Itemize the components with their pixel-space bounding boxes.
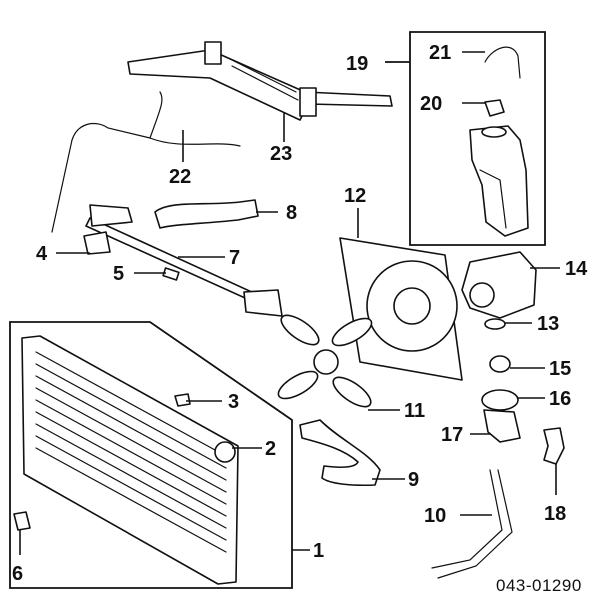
upper-tube-bracket-left — [204, 41, 222, 65]
water-pump-group — [431, 251, 565, 579]
figure-code: 043-01290 — [496, 576, 582, 595]
fan-assembly — [277, 237, 463, 487]
pump-pulley — [469, 282, 495, 308]
callout-22: 22 — [169, 166, 191, 188]
callout-6: 6 — [12, 563, 23, 585]
upper-tube-bracket-right — [299, 87, 317, 117]
callout-9: 9 — [408, 469, 419, 491]
upper-hose-part — [154, 199, 259, 229]
reservoir-cap-part — [484, 99, 505, 117]
callout-3: 3 — [228, 391, 239, 413]
upper-tube-detail — [227, 57, 299, 101]
radiator-assembly — [9, 321, 293, 589]
callout-14: 14 — [565, 258, 588, 280]
reservoir-group — [385, 31, 546, 246]
callout-23: 23 — [270, 143, 292, 165]
callout-8: 8 — [286, 202, 297, 224]
callout-20: 20 — [420, 93, 442, 115]
clip-part — [162, 267, 180, 281]
radiator-fins — [35, 351, 227, 553]
callout-12: 12 — [344, 185, 366, 207]
radiator-cap-part — [214, 441, 236, 463]
heater-pipe-second — [437, 469, 513, 579]
callout-11: 11 — [404, 400, 425, 422]
pump-gasket-part — [484, 318, 506, 330]
radiator-core-part — [21, 335, 239, 585]
thermostat-housing-part — [483, 409, 521, 443]
radiator-support — [83, 199, 283, 317]
reservoir-frame — [385, 31, 546, 246]
reservoir-tank-part — [469, 125, 529, 237]
reservoir-seam — [479, 169, 507, 229]
bracket-left-part — [89, 204, 133, 227]
bypass-pipe-branch — [149, 137, 241, 147]
drain-plug-part — [174, 393, 191, 407]
thermostat-part — [489, 355, 511, 373]
callout-4: 4 — [36, 243, 48, 265]
thermostat-gasket-part — [481, 389, 519, 411]
callout-10: 10 — [424, 505, 446, 527]
callout-19: 19 — [346, 53, 368, 75]
outlet-hose-part — [543, 427, 565, 465]
callout-18: 18 — [544, 503, 566, 525]
callouts: 1 2 3 4 5 6 7 8 9 10 11 12 13 14 15 16 1… — [12, 42, 588, 595]
upper-tube-part — [127, 49, 393, 121]
callout-13: 13 — [537, 313, 559, 335]
lower-hose-part — [299, 419, 381, 487]
callout-7: 7 — [229, 247, 240, 269]
bracket-right-part — [243, 289, 283, 317]
bypass-pipe-part — [51, 91, 163, 233]
callout-1: 1 — [313, 540, 324, 562]
callout-5: 5 — [113, 263, 124, 285]
upper-pipes — [51, 41, 393, 233]
fan-motor-part — [393, 287, 431, 325]
mount-bracket-part — [83, 231, 111, 255]
reservoir-hose-part — [484, 46, 521, 79]
callout-17: 17 — [441, 424, 463, 446]
callout-2: 2 — [265, 438, 276, 460]
leader-lines — [19, 51, 560, 555]
fan-blade-part — [277, 314, 373, 408]
water-pump-part — [461, 251, 537, 319]
callout-15: 15 — [549, 358, 571, 380]
radiator-frame — [9, 321, 293, 589]
cushion-part — [13, 511, 31, 531]
callout-16: 16 — [549, 388, 571, 410]
reservoir-neck — [481, 126, 507, 138]
heater-pipe-part — [431, 469, 503, 569]
callout-21: 21 — [429, 42, 451, 64]
